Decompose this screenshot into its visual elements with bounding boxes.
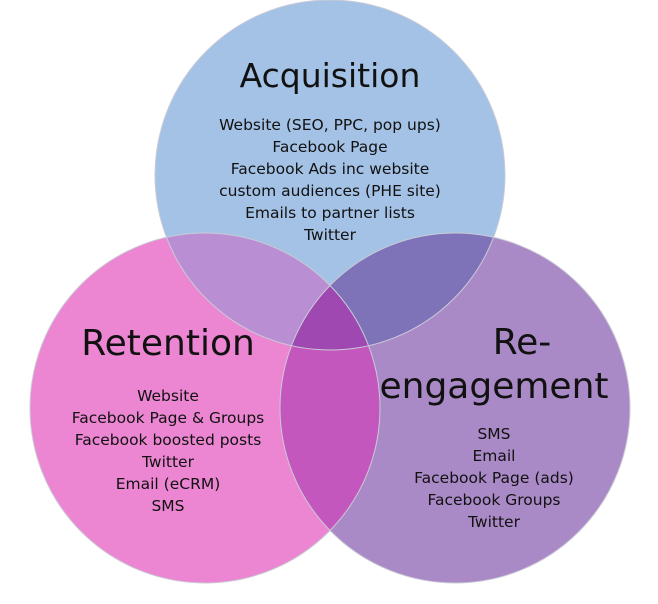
reengagement-list: SMS Email Facebook Page (ads) Facebook G…	[376, 423, 612, 533]
reengagement-title-line1: Re-	[492, 322, 552, 363]
list-item: Email	[472, 447, 516, 465]
list-item: Website (SEO, PPC, pop ups)	[219, 116, 441, 134]
retention-outline	[29, 232, 381, 584]
reengagement-outline	[279, 232, 631, 584]
retention-title: Retention	[81, 323, 255, 364]
list-item: Facebook Page	[272, 138, 388, 156]
list-item: SMS	[151, 497, 185, 515]
acquisition-list: Website (SEO, PPC, pop ups) Facebook Pag…	[150, 114, 510, 246]
reengagement-title: Re- engagement	[376, 321, 612, 409]
list-item: Email (eCRM)	[115, 475, 221, 493]
list-item: Emails to partner lists	[245, 204, 415, 222]
acquisition-block: Acquisition Website (SEO, PPC, pop ups) …	[150, 56, 510, 246]
list-item: Facebook Groups	[427, 491, 561, 509]
list-item: SMS	[477, 425, 511, 443]
list-item: Facebook Page & Groups	[71, 409, 265, 427]
list-item: Twitter	[142, 453, 194, 471]
retention-block: Retention Website Facebook Page & Groups…	[28, 322, 308, 517]
acquisition-title: Acquisition	[239, 56, 421, 95]
list-item: Twitter	[304, 226, 356, 244]
list-item: Twitter	[468, 513, 520, 531]
overlap-acquisition-reengagement	[280, 233, 505, 350]
overlap-acquisition-retention	[155, 233, 380, 350]
reengagement-title-line2: engagement	[379, 366, 609, 407]
list-item: Facebook boosted posts	[74, 431, 262, 449]
list-item: custom audiences (PHE site)	[219, 182, 441, 200]
list-item: Facebook Page (ads)	[414, 469, 574, 487]
retention-list: Website Facebook Page & Groups Facebook …	[28, 385, 308, 517]
reengagement-block: Re- engagement SMS Email Facebook Page (…	[376, 321, 612, 533]
list-item: Facebook Ads inc website	[230, 160, 430, 178]
list-item: Website	[137, 387, 199, 405]
acquisition-outline	[154, 0, 506, 351]
